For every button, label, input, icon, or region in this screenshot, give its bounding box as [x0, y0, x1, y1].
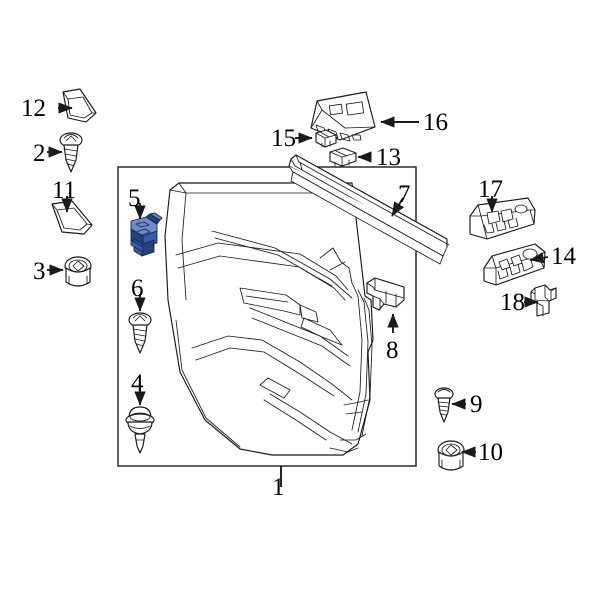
callout-label-4: 4 — [131, 370, 144, 397]
callout-label-16: 16 — [423, 109, 448, 136]
part-17-switch-bezel-housing — [469, 197, 536, 240]
callout-label-18: 18 — [500, 289, 525, 316]
callout-label-6: 6 — [131, 275, 144, 302]
callout-label-7: 7 — [398, 181, 411, 208]
leader-lines — [47, 102, 549, 458]
callout-label-5: 5 — [128, 185, 141, 212]
part-16-switch-bezel-panel — [310, 91, 376, 142]
callout-label-15: 15 — [271, 125, 296, 152]
door-panel-frame-box — [117, 166, 417, 487]
part-12-upper-trim-cover — [62, 88, 97, 123]
part-4-push-pin-retainer — [125, 406, 155, 454]
callout-label-1: 1 — [272, 474, 285, 501]
callout-label-11: 11 — [52, 177, 77, 204]
callout-label-9: 9 — [470, 391, 483, 418]
callout-label-12: 12 — [21, 95, 46, 122]
callout-label-10: 10 — [478, 439, 503, 466]
part-18-retaining-clip — [530, 284, 557, 317]
part-3-grommet-nut — [64, 256, 92, 287]
part-9-tapping-screw-small — [434, 387, 454, 423]
part-10-grommet-nut-lower — [437, 440, 465, 471]
callout-label-13: 13 — [376, 144, 401, 171]
part-5-window-switch-clip-highlighted — [130, 212, 163, 257]
callout-label-17: 17 — [478, 176, 503, 203]
part-15-mirror-switch-button — [315, 129, 337, 148]
callout-label-3: 3 — [33, 258, 46, 285]
door-trim-panel-illustration — [164, 182, 374, 456]
callout-label-8: 8 — [386, 337, 399, 364]
part-7-belt-weatherstrip — [288, 154, 450, 265]
part-8-trim-bracket — [366, 277, 405, 311]
part-6-washer-head-screw — [128, 312, 152, 354]
callout-label-2: 2 — [33, 140, 46, 167]
part-2-tapping-screw — [59, 132, 83, 173]
part-14-master-window-switch — [483, 243, 546, 286]
part-11-trim-cover-cap — [51, 200, 93, 235]
callout-label-14: 14 — [551, 243, 576, 270]
part-13-switch-button-small — [329, 147, 357, 167]
